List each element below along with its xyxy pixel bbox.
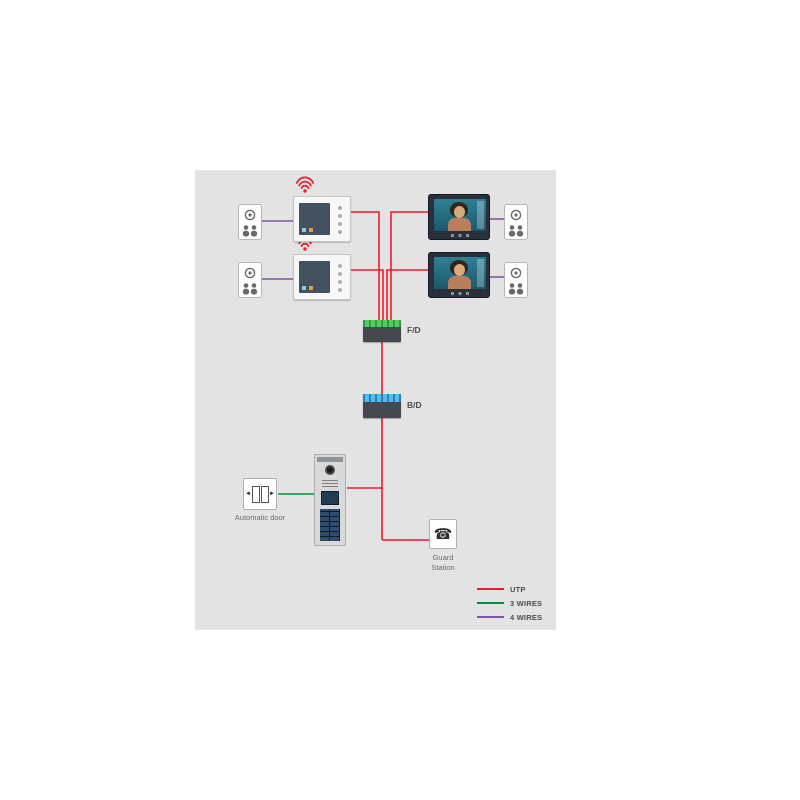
caller-portrait xyxy=(454,206,465,218)
screen-icon xyxy=(309,286,313,290)
automatic-door-label: Automatic door xyxy=(234,513,286,522)
legend-label-3wires: 3 WIRES xyxy=(510,598,543,608)
legend: UTP 3 WIRES 4 WIRES xyxy=(477,582,542,624)
station-display xyxy=(321,491,339,505)
monitor-button xyxy=(338,264,342,268)
guard-station-label-line1: Guard xyxy=(432,553,454,562)
automatic-door-icon: ◄ ► xyxy=(243,478,277,510)
monitor-screen xyxy=(299,261,330,293)
floor-distributor-box xyxy=(363,320,401,342)
monitor-button xyxy=(338,272,342,276)
legend-swatch-utp xyxy=(477,588,504,590)
caller-portrait xyxy=(454,264,465,276)
legend-swatch-3wires xyxy=(477,602,504,604)
doorbell-persons-icon xyxy=(242,209,258,237)
guard-station-label-line2: Station xyxy=(431,562,455,572)
monitor-screen xyxy=(434,257,486,289)
door-leaf xyxy=(261,486,269,503)
video-monitor xyxy=(428,252,490,298)
caller-portrait xyxy=(448,276,471,289)
monitor-button xyxy=(338,206,342,210)
monitor-screen xyxy=(434,199,486,231)
outdoor-station-icon xyxy=(238,204,262,240)
building-distributor-label: B/D xyxy=(407,400,422,410)
monitor-buttons xyxy=(451,234,469,237)
screen-icon xyxy=(309,228,313,232)
arrow-left-icon: ◄ xyxy=(245,491,251,497)
camera-icon xyxy=(325,465,335,475)
outdoor-station-icon xyxy=(238,262,262,298)
floor-distributor-label: F/D xyxy=(407,325,421,335)
monitor-buttons xyxy=(451,292,469,295)
indoor-monitor-white xyxy=(293,254,351,300)
door-station-panel xyxy=(314,454,346,546)
screen-menu-band xyxy=(477,201,484,229)
legend-item-3wires: 3 WIRES xyxy=(477,596,542,610)
doorbell-persons-icon xyxy=(508,267,524,295)
monitor-button xyxy=(338,214,342,218)
monitor-button xyxy=(338,222,342,226)
screen-menu-band xyxy=(477,259,484,287)
legend-item-utp: UTP xyxy=(477,582,542,596)
speaker-grille xyxy=(322,480,338,487)
door-leaf xyxy=(252,486,260,503)
distributor-terminals xyxy=(363,394,401,402)
screen-icon xyxy=(302,286,306,290)
legend-label-utp: UTP xyxy=(510,584,526,594)
outdoor-station-icon xyxy=(504,204,528,240)
guard-station-label: Guard Station xyxy=(419,553,467,573)
building-distributor-box xyxy=(363,394,401,418)
monitor-button xyxy=(338,230,342,234)
distributor-terminals xyxy=(363,320,401,327)
telephone-icon: ☎ xyxy=(433,526,453,543)
monitor-screen xyxy=(299,203,330,235)
station-nameplate xyxy=(317,457,343,462)
doorbell-persons-icon xyxy=(242,267,258,295)
caller-portrait xyxy=(448,218,471,231)
station-keypad xyxy=(320,509,340,541)
legend-swatch-4wires xyxy=(477,616,504,618)
guard-station-icon: ☎ xyxy=(429,519,457,549)
arrow-right-icon: ► xyxy=(269,491,275,497)
video-monitor xyxy=(428,194,490,240)
doorbell-persons-icon xyxy=(508,209,524,237)
outdoor-station-icon xyxy=(504,262,528,298)
legend-item-4wires: 4 WIRES xyxy=(477,610,542,624)
wifi-icon xyxy=(295,176,315,193)
legend-label-4wires: 4 WIRES xyxy=(510,612,543,622)
screen-icon xyxy=(302,228,306,232)
monitor-button xyxy=(338,280,342,284)
monitor-button xyxy=(338,288,342,292)
indoor-monitor-white xyxy=(293,196,351,242)
